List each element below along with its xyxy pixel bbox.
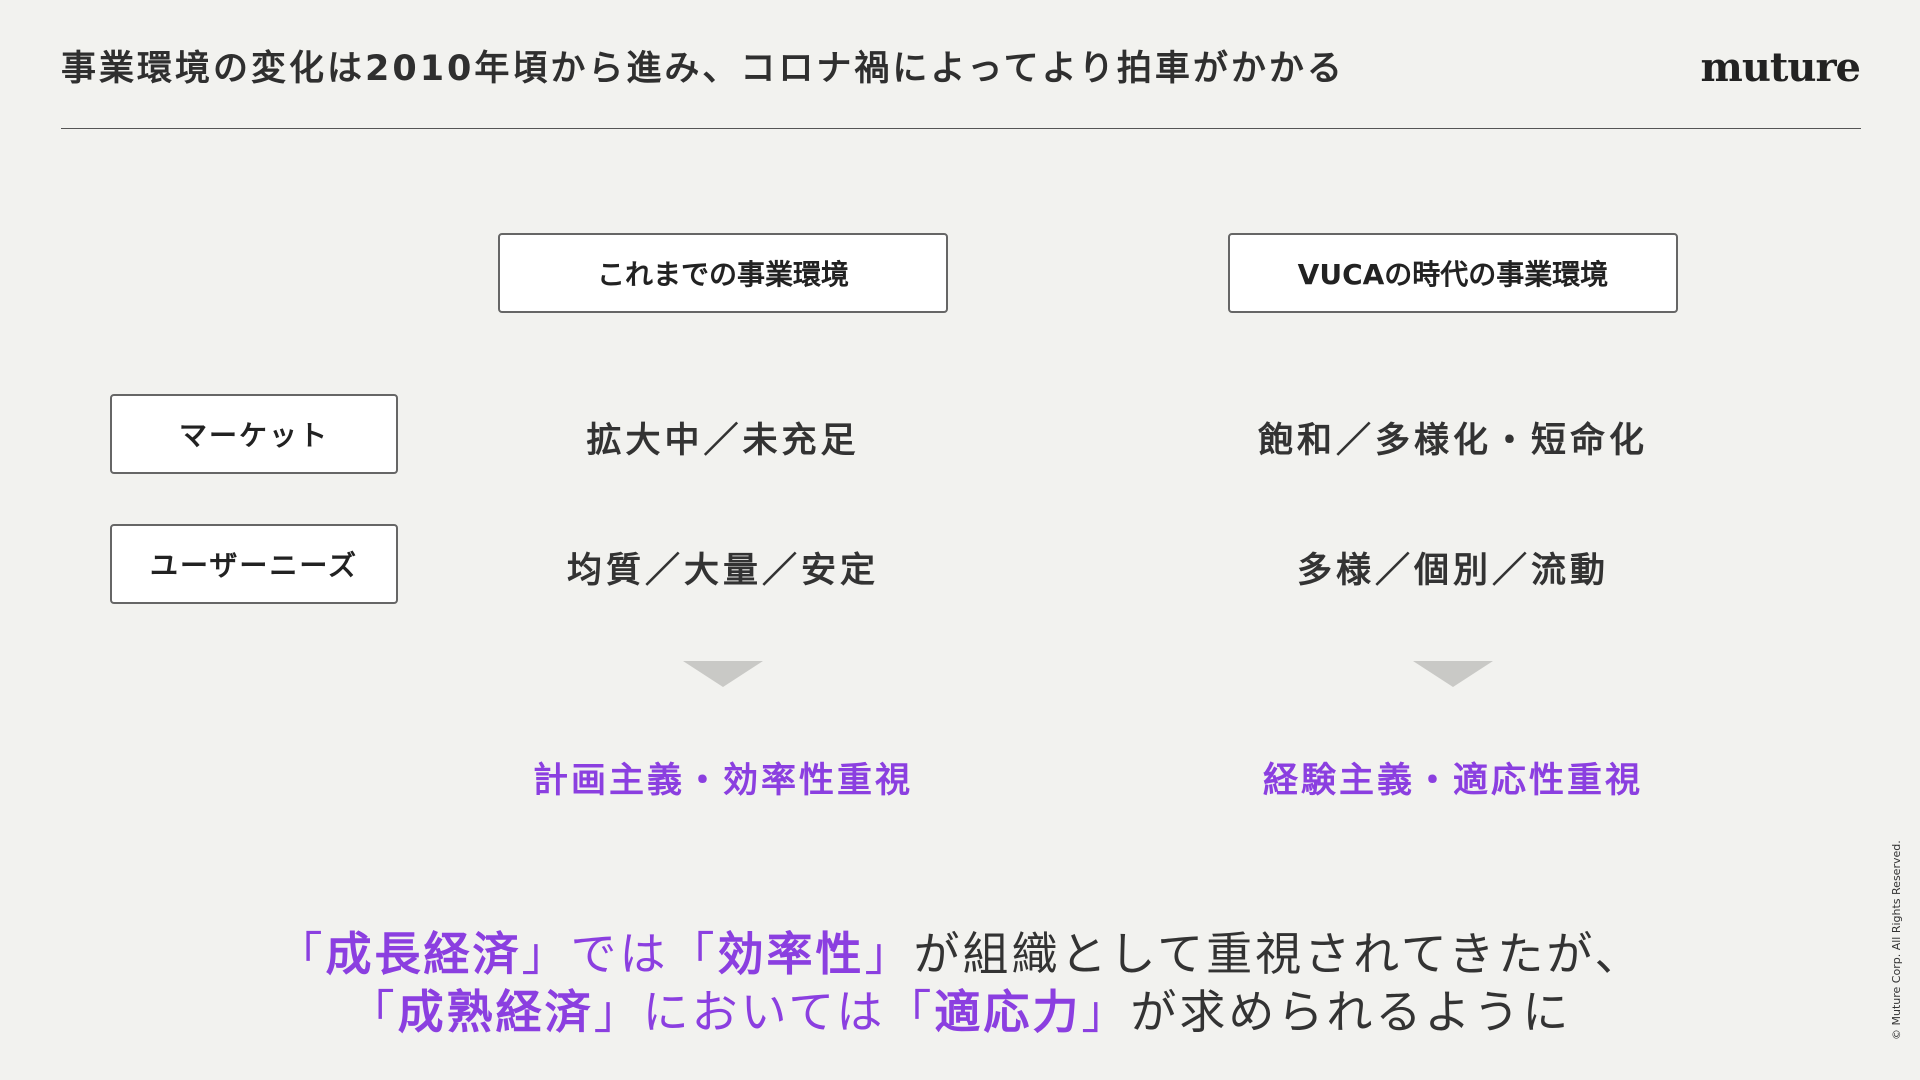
summary-segment: 」では「 (521, 927, 718, 981)
cell-market-vuca: 飽和／多様化・短命化 (1257, 421, 1648, 461)
cell-needs-vuca: 多様／個別／流動 (1296, 551, 1609, 591)
summary-segment: が求められるように (1130, 985, 1572, 1039)
summary-segment: 」 (864, 927, 914, 981)
page-title: 事業環境の変化は2010年頃から進み、コロナ禍によってより拍車がかかる (61, 49, 1345, 89)
result-vuca: 経験主義・適応性重視 (1262, 761, 1643, 801)
summary-segment: が組織として重視されてきたが、 (913, 927, 1644, 981)
header-divider (61, 128, 1861, 129)
summary-line-2: 「成熟経済」においては「適応力」が求められるように (0, 976, 1920, 1042)
summary-segment: 「 (276, 927, 326, 981)
summary-line-1: 「成長経済」では「効率性」が組織として重視されてきたが、 (0, 918, 1920, 984)
summary-segment: 「 (348, 985, 398, 1039)
down-arrow-icon (683, 661, 763, 687)
column-header-vuca: VUCAの時代の事業環境 (1228, 233, 1678, 313)
result-previous: 計画主義・効率性重視 (532, 761, 913, 801)
summary-segment: 」 (1081, 985, 1131, 1039)
muture-logo: muture (1700, 44, 1861, 91)
row-header-user-needs: ユーザーニーズ (110, 524, 398, 604)
column-header-previous: これまでの事業環境 (498, 233, 948, 313)
row-header-market: マーケット (110, 394, 398, 474)
down-arrow-icon (1413, 661, 1493, 687)
summary-segment: 適応力 (934, 985, 1082, 1039)
copyright-notice: © Muture Corp. All Rights Reserved. (1890, 840, 1903, 1040)
cell-market-previous: 拡大中／未充足 (586, 421, 860, 461)
summary-segment: 成熟経済 (397, 985, 594, 1039)
summary-segment: 成長経済 (325, 927, 522, 981)
summary-segment: 効率性 (717, 927, 865, 981)
cell-needs-previous: 均質／大量／安定 (566, 551, 879, 591)
summary-segment: 」においては「 (593, 985, 935, 1039)
